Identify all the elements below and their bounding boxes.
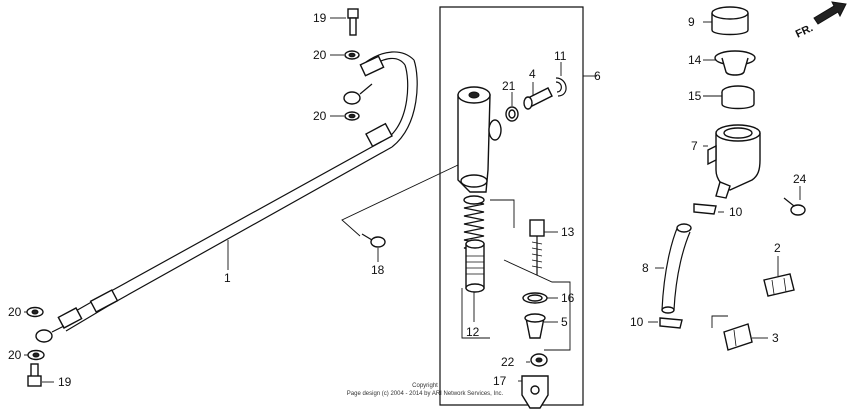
- callout-20-upper: 20: [313, 48, 327, 62]
- hose-clip-upper: [693, 203, 717, 215]
- callout-16: 16: [561, 291, 575, 305]
- callout-5: 5: [561, 315, 568, 329]
- upper-sealing-washer-lower: [344, 111, 360, 121]
- pushrod-joint: [521, 375, 549, 409]
- callout-20-lower-second: 20: [8, 348, 22, 362]
- callout-3: 3: [772, 331, 779, 345]
- callout-labels: 19 20 20 1 20 20 19 18 21 4 11 6 13 16 5…: [8, 11, 807, 389]
- callout-20-upper-second: 20: [313, 109, 327, 123]
- copyright-line-2: Page design (c) 2004 - 2014 by ARI Netwo…: [347, 391, 504, 397]
- upper-banjo-bolt: [347, 8, 359, 36]
- hose-guide: [711, 315, 753, 351]
- callout-14: 14: [688, 53, 702, 67]
- reservoir-plate: [714, 50, 756, 76]
- boot: [524, 313, 546, 339]
- reservoir-body: [707, 124, 761, 199]
- callout-20-lower: 20: [8, 305, 22, 319]
- callout-2: 2: [774, 241, 781, 255]
- callout-18: 18: [371, 263, 385, 277]
- joint-circlip: [555, 77, 567, 97]
- callout-7: 7: [691, 139, 698, 153]
- callout-6: 6: [594, 69, 601, 83]
- reservoir-bolt: [783, 197, 806, 216]
- callout-4: 4: [529, 67, 536, 81]
- joint-nut: [530, 353, 548, 367]
- lower-banjo-bolt: [27, 363, 42, 387]
- upper-sealing-washer: [344, 50, 360, 60]
- callout-17: 17: [493, 374, 507, 388]
- snap-ring: [522, 292, 548, 304]
- copyright-line-1: Copyright: [412, 383, 438, 389]
- master-cylinder-body: [457, 86, 502, 193]
- master-cylinder-assembly-frame: [439, 6, 597, 406]
- front-direction-label: FR.: [794, 22, 815, 40]
- joint-o-ring: [505, 106, 519, 122]
- callout-1: 1: [224, 271, 231, 285]
- callout-19-upper: 19: [313, 11, 327, 25]
- callout-12: 12: [466, 325, 480, 339]
- callout-15: 15: [688, 89, 702, 103]
- callout-9: 9: [688, 15, 695, 29]
- callout-24: 24: [793, 172, 807, 186]
- master-cylinder-mount-bolt: [341, 164, 459, 248]
- pushrod: [529, 219, 545, 275]
- lower-sealing-washer-bottom: [27, 349, 45, 361]
- callout-11: 11: [554, 49, 567, 63]
- callout-8: 8: [642, 261, 649, 275]
- brake-hose: [35, 51, 418, 343]
- callout-13: 13: [561, 225, 575, 239]
- callout-10-lower: 10: [630, 315, 644, 329]
- front-direction-arrow: [813, 1, 847, 25]
- piston-set: [465, 239, 485, 293]
- lower-frame-links: [461, 199, 571, 351]
- reservoir-diaphragm: [721, 85, 755, 110]
- leader-lines: [24, 17, 801, 383]
- lower-sealing-washer-top: [26, 306, 44, 318]
- callout-21: 21: [502, 79, 516, 93]
- callout-22: 22: [501, 355, 515, 369]
- reservoir-cap: [711, 6, 749, 36]
- hose-clip-lower: [659, 317, 683, 329]
- callout-19-lower: 19: [58, 375, 72, 389]
- callout-10-upper: 10: [729, 205, 743, 219]
- clamp-bracket: [763, 273, 795, 297]
- reservoir-hose: [661, 223, 692, 314]
- reservoir-hose-joint: [523, 87, 553, 110]
- piston-spring: [463, 195, 485, 253]
